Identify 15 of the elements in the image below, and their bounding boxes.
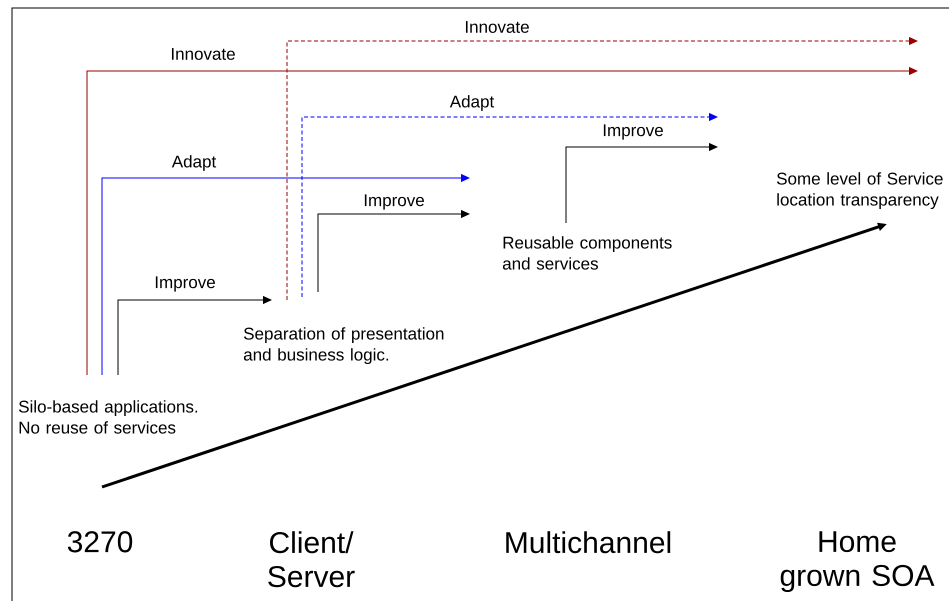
stage-label: 3270: [68, 531, 132, 552]
stage-description: Reusable components and services: [502, 236, 672, 270]
stage-description: Some level of Service location transparency: [776, 172, 943, 210]
edge-label: Improve: [362, 193, 426, 211]
stage-label: Multichannel: [506, 531, 670, 554]
edge-label: Innovate: [463, 20, 531, 34]
stage-label: Home grown SOA: [780, 531, 934, 592]
edge-label: Adapt: [170, 154, 218, 172]
edge-label: Innovate: [169, 47, 237, 61]
edge-label: Adapt: [448, 94, 496, 112]
edge-label: Improve: [153, 275, 217, 293]
stage-description: Silo-based applications. No reuse of services: [18, 400, 198, 434]
edge-label: Improve: [601, 123, 665, 141]
stage-label: Client/ Server: [268, 531, 355, 588]
stage-description: Separation of presentation and business logic.: [244, 327, 444, 364]
